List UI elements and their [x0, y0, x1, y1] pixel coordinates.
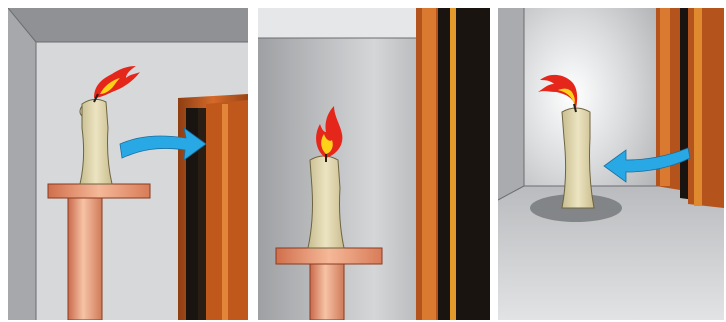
airflow-arrow-icon [119, 127, 207, 161]
airflow-arrow-icon [603, 147, 691, 183]
panel-3-illustration [498, 8, 724, 320]
panel-3 [498, 8, 724, 320]
panel-1 [8, 8, 248, 320]
door [416, 8, 490, 320]
candle [79, 98, 113, 185]
candle [561, 107, 595, 209]
panel-2 [258, 8, 490, 320]
flame-icon [538, 74, 578, 113]
flame-icon [93, 66, 140, 103]
candle [307, 155, 345, 249]
candle-holder [275, 247, 383, 320]
door [656, 8, 724, 208]
panel-1-illustration [8, 8, 248, 320]
door [178, 94, 248, 320]
panel-2-illustration [258, 8, 490, 320]
flame-icon [316, 106, 343, 162]
